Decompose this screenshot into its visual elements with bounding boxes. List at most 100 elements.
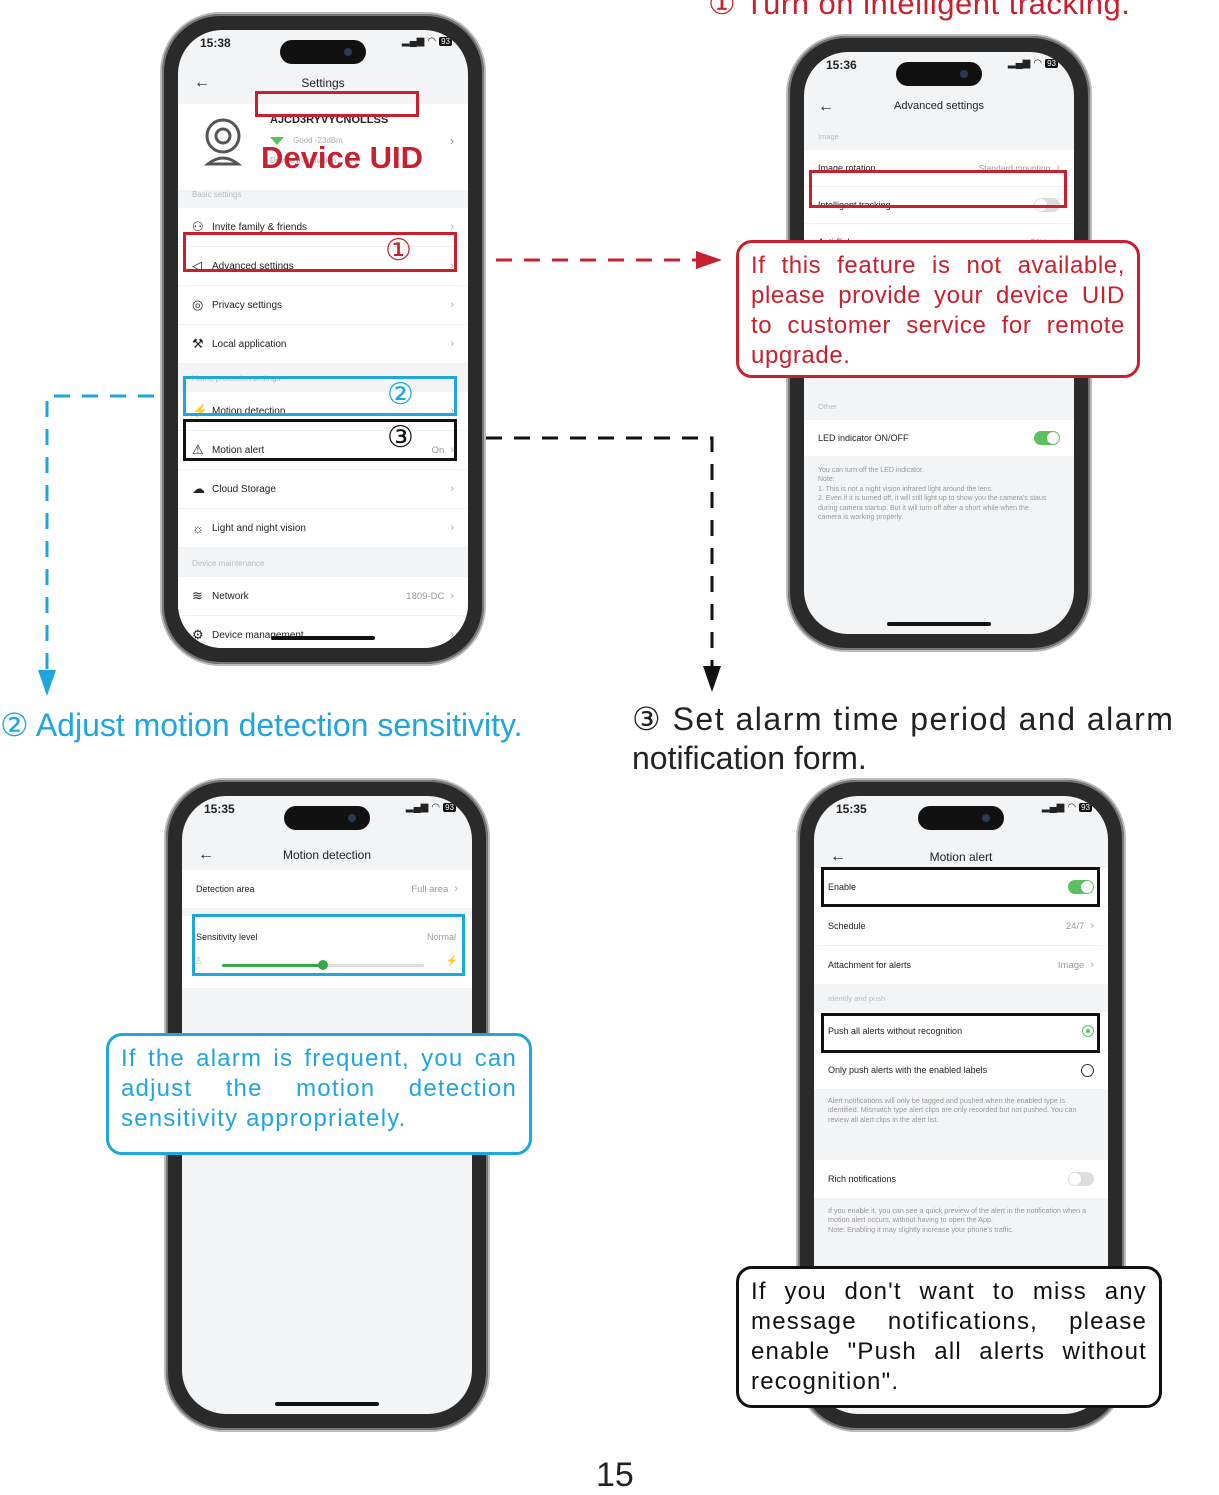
eye-off-icon: ◎	[192, 297, 204, 312]
marker-2: ②	[387, 378, 414, 411]
back-arrow-icon[interactable]: ←	[194, 74, 210, 91]
signal-icon: ▂▄▆	[1041, 802, 1065, 813]
row-local-application[interactable]: ⚒Local application›	[178, 325, 468, 363]
battery-icon: 93	[1079, 803, 1092, 812]
step3-heading-line1: ③ Set alarm time period and alarm	[632, 701, 1175, 737]
row-label: Light and night vision	[212, 522, 306, 534]
rich-notifications-toggle[interactable]	[1068, 1172, 1094, 1186]
divider	[818, 223, 1060, 224]
battery-icon: 93	[439, 37, 452, 46]
high-sensitivity-icon: ⚡	[445, 956, 458, 967]
divider	[828, 945, 1094, 946]
signal-text: Good -23dBm	[293, 136, 343, 145]
advanced-header: ← Advanced settings	[804, 98, 1074, 128]
row-motion-detection[interactable]: ⚡Motion detection›	[178, 392, 468, 430]
row-value: 1809-DC	[406, 590, 445, 602]
row-enable[interactable]: Enable	[814, 868, 1108, 906]
back-arrow-icon[interactable]: ←	[818, 98, 834, 115]
device-card[interactable]: AJCD3RYVYCNOLLSS Good -23dBm Device info…	[178, 104, 468, 190]
wifi-status-icon: ◠	[431, 802, 441, 813]
people-icon: ⚇	[192, 219, 204, 234]
intelligent-tracking-highlight	[809, 170, 1067, 208]
uid-highlight-box	[255, 91, 419, 117]
push-all-radio[interactable]	[1082, 1025, 1094, 1037]
wifi-icon: ≋	[192, 588, 203, 603]
enable-toggle[interactable]	[1068, 880, 1094, 894]
device-info-text: Device information	[270, 156, 337, 165]
wrench-icon: ⚒	[192, 336, 204, 351]
row-device-management[interactable]: ⚙Device management›	[178, 616, 468, 648]
chevron-right-icon: ›	[1090, 959, 1094, 971]
marker-1: ①	[385, 234, 412, 267]
row-label: Motion detection	[212, 405, 286, 417]
step2-heading: ② Adjust motion detection sensitivity.	[0, 707, 523, 743]
row-value: 24/7	[1065, 920, 1085, 932]
device-uid: AJCD3RYVYCNOLLSS	[270, 114, 389, 126]
section-image: Image	[818, 132, 839, 141]
row-label: Advanced settings	[212, 260, 294, 272]
dynamic-island	[284, 806, 370, 830]
chevron-right-icon: ›	[450, 522, 454, 534]
status-icons: ▂▄▆◠93	[406, 802, 456, 813]
status-icons: ▂▄▆◠93	[402, 36, 452, 47]
battery-icon: 93	[443, 803, 456, 812]
row-only-push[interactable]: Only push alerts with the enabled labels	[814, 1051, 1108, 1089]
status-time: 15:35	[204, 802, 235, 816]
row-label: Privacy settings	[212, 299, 283, 311]
divider	[192, 430, 454, 431]
divider	[192, 246, 454, 247]
wifi-status-icon: ◠	[427, 36, 437, 47]
section-identify-push: Identify and push	[828, 994, 886, 1003]
row-invite-family[interactable]: ⚇Invite family & friends›	[178, 208, 468, 246]
status-time: 15:36	[826, 58, 857, 72]
black-arrowhead	[703, 666, 721, 692]
sensitivity-slider-knob[interactable]	[318, 960, 328, 970]
alarm-icon: ⚠	[192, 442, 204, 457]
only-push-radio[interactable]	[1081, 1063, 1094, 1077]
row-push-all[interactable]: Push all alerts without recognition	[814, 1012, 1108, 1050]
led-toggle[interactable]	[1034, 431, 1060, 445]
sensitivity-card: Sensitivity level Normal ♙ ⚡	[182, 916, 472, 988]
home-indicator	[887, 622, 991, 626]
chevron-right-icon: ›	[450, 590, 454, 602]
row-value: Standard mounting	[978, 163, 1051, 173]
sensitivity-label: Sensitivity level	[196, 932, 258, 942]
page-title: Settings	[301, 76, 345, 90]
sun-icon: ☼	[192, 520, 204, 536]
sensitivity-highlight	[192, 914, 465, 976]
divider	[192, 324, 454, 325]
home-indicator	[271, 636, 375, 640]
row-label: Schedule	[828, 921, 866, 931]
sensitivity-slider-track[interactable]	[222, 960, 424, 970]
row-label: LED indicator ON/OFF	[818, 433, 909, 443]
sensitivity-value: Normal	[426, 932, 456, 942]
row-cloud-storage[interactable]: ☁Cloud Storage›	[178, 470, 468, 508]
back-arrow-icon[interactable]: ←	[830, 848, 846, 865]
blue-arrowhead	[38, 670, 56, 696]
dynamic-island	[280, 40, 366, 64]
row-rich-notifications[interactable]: Rich notifications	[814, 1160, 1108, 1198]
row-led-indicator[interactable]: LED indicator ON/OFF	[804, 420, 1074, 456]
row-label: Rich notifications	[828, 1174, 897, 1184]
status-icons: ▂▄▆◠93	[1008, 58, 1058, 69]
push-callout: If you don't want to miss any message no…	[736, 1266, 1162, 1408]
advanced-settings-highlight	[183, 232, 457, 272]
step3-heading-line2: notification form.	[632, 740, 867, 776]
row-value: Image	[1057, 959, 1085, 971]
row-privacy-settings[interactable]: ◎Privacy settings›	[178, 286, 468, 324]
gear-icon: ⚙	[192, 627, 204, 642]
row-light-night-vision[interactable]: ☼ Light and night vision ›	[178, 509, 468, 547]
back-arrow-icon[interactable]: ←	[198, 846, 214, 863]
alert-header: ← Motion alert	[814, 848, 1108, 878]
chevron-right-icon: ›	[450, 405, 454, 417]
sensitivity-slider-fill	[222, 964, 323, 967]
dynamic-island	[918, 806, 1004, 830]
row-advanced-settings[interactable]: ◁Advanced settings›	[178, 247, 468, 285]
chevron-right-icon: ›	[454, 883, 458, 895]
